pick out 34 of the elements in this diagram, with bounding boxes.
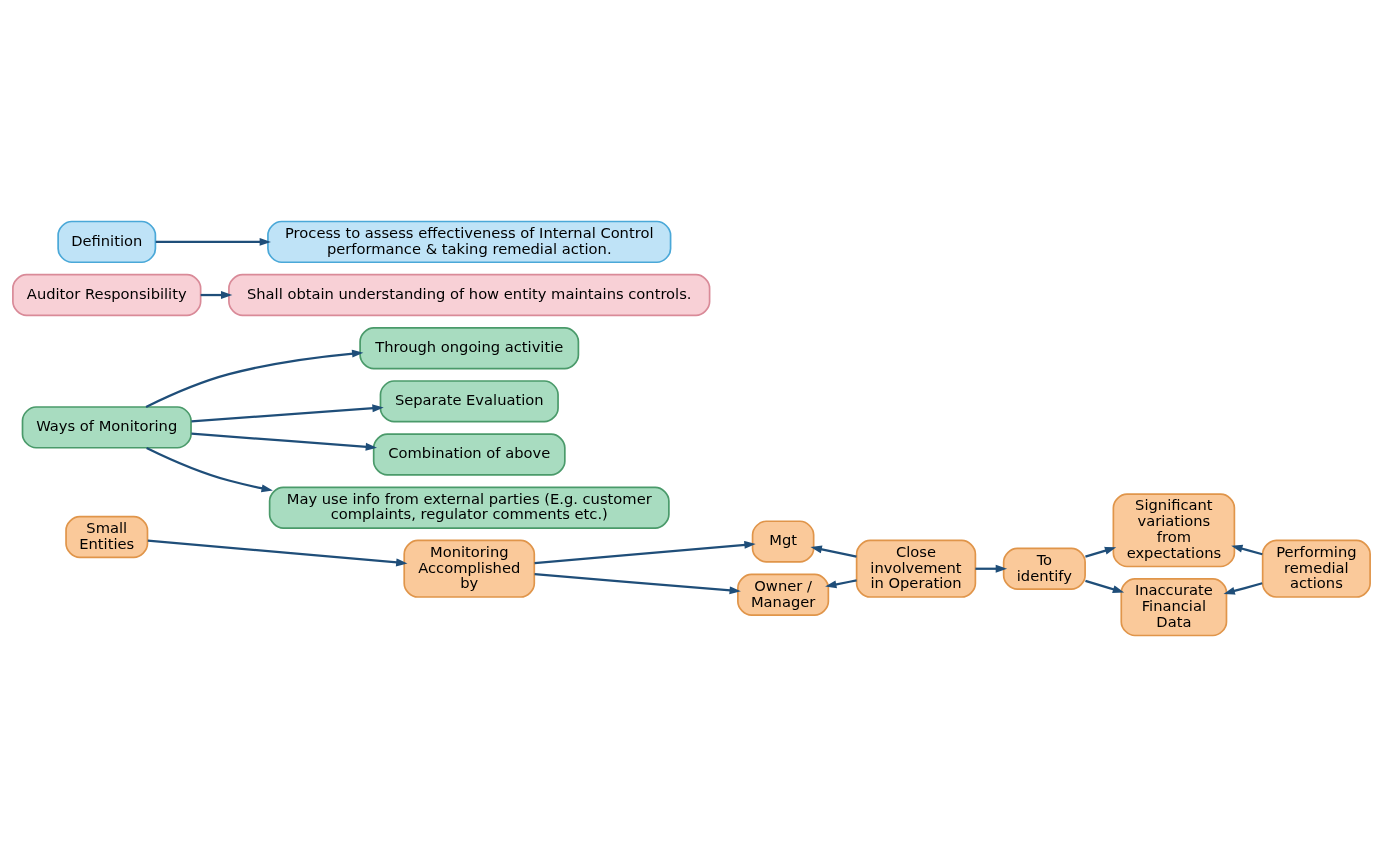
node-box: Mgt [751,519,815,563]
arrow [1085,579,1125,593]
arrow [191,403,384,422]
node-box: Ways of Monitoring [21,405,192,449]
node-box: Shall obtain understanding of how entity maintains controls. [228,273,711,316]
arrow [147,538,408,566]
arrow [146,446,273,492]
node-box: Auditor Responsibility [12,273,202,316]
arrow [155,237,271,246]
arrow [810,545,857,558]
arrow [1223,581,1263,595]
node-box: Significant variations from expectations [1112,492,1236,567]
node-box: Definition [57,220,157,263]
node-box: Separate Evaluation [379,379,559,423]
node-box: Inaccurate Financial Data [1120,577,1228,636]
arrow [975,564,1007,573]
arrow [191,432,377,451]
node-box: Small Entities [65,515,149,558]
node-box: Combination of above [372,432,566,476]
arrow [1231,544,1263,555]
arrow [534,540,756,564]
node-box: Owner / Manager [737,573,830,616]
arrow [534,572,741,594]
node-box: Close involvement in Operation [855,539,977,598]
node-box: To identify [1002,547,1086,590]
arrow [200,290,233,299]
node-box: Process to assess effectiveness of Internal Control performance & taking remedial action. [267,220,672,263]
arrow [825,578,857,588]
node-box: Through ongoing activitie [359,326,580,369]
node-box: May use info from external parties (E.g. customer complaints, regulator comments etc.) [268,485,670,529]
node-box: Monitoring Accomplished by [403,539,536,598]
arrow [145,349,364,408]
node-box: Performing remedial actions [1261,539,1371,598]
arrow [1085,546,1117,558]
